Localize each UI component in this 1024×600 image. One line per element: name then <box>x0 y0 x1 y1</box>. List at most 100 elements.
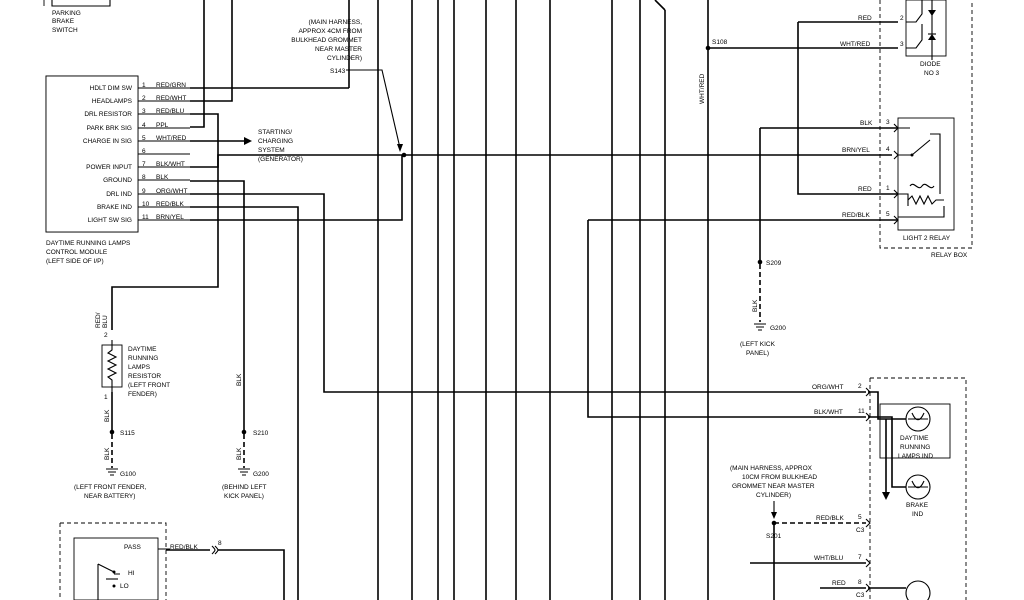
cluster-pin-number: 8 <box>858 579 862 586</box>
module-pin-label: HEADLAMPS <box>92 98 133 105</box>
resistor-label-3: LAMPS <box>128 364 151 371</box>
cluster-pin-number: 11 <box>858 408 865 415</box>
s143-splice-dot <box>401 152 407 158</box>
module-pin-number: 2 <box>142 95 146 102</box>
starting-label-4: (GENERATOR) <box>258 156 303 163</box>
g200-bottom-label: G200 <box>253 471 269 478</box>
starting-label-2: CHARGING <box>258 138 293 145</box>
drl-ind-label-1: DAYTIME <box>900 435 929 442</box>
s210-g200: BLK S210 BLK G200 (BEHIND LEFT KICK PANE… <box>222 373 269 500</box>
drl-resistor: RED/ BLU 2 1 BLK DAYTIME RUNNING LAMPS R… <box>95 312 170 430</box>
relay-pin-number: 4 <box>886 146 890 153</box>
module-caption: DAYTIME RUNNING LAMPS CONTROL MODULE (LE… <box>46 240 131 265</box>
relay-pin-wire: BRN/YEL <box>842 147 870 154</box>
relay-pin-wire: RED <box>858 186 872 193</box>
s115-g100: S115 BLK G100 (LEFT FRONT FENDER, NEAR B… <box>74 429 147 500</box>
switch-pin-label: 8 <box>218 540 222 547</box>
cluster-pin-wire: BLK/WHT <box>814 409 843 416</box>
module-pin-number: 4 <box>142 122 146 129</box>
module-pin-number: 1 <box>142 82 146 89</box>
module-pin-wire: BLK <box>156 174 169 181</box>
starting-charging-system: STARTING/ CHARGING SYSTEM (GENERATOR) <box>258 129 303 163</box>
cluster-pin-wire: ORG/WHT <box>812 384 843 391</box>
module-pin-label: DRL RESISTOR <box>84 111 132 118</box>
s210-splice-dot <box>241 429 247 435</box>
module-pin-label: GROUND <box>103 177 132 184</box>
resistor-label-2: RUNNING <box>128 355 158 362</box>
resistor-wire-bottom: BLK <box>104 409 111 422</box>
module-pin-wire: ORG/WHT <box>156 188 187 195</box>
module-pin-wire: RED/WHT <box>156 95 186 102</box>
module-caption-1: DAYTIME RUNNING LAMPS <box>46 240 131 247</box>
module-pin-number: 3 <box>142 108 146 115</box>
drl-ind-label-2: RUNNING <box>900 444 930 451</box>
g200-top-label: G200 <box>770 325 786 332</box>
s201-label: S201 <box>766 533 782 540</box>
drl-ind-label-3: LAMPS IND <box>898 453 933 460</box>
brake-ind-label-1: BRAKE <box>906 502 929 509</box>
module-pin-wire: PPL <box>156 122 169 129</box>
g200-top-wire: BLK <box>752 299 759 312</box>
switch-lo-label: LO <box>120 583 129 590</box>
module-pin-number: 10 <box>142 201 150 208</box>
g200-bottom-loc-2: KICK PANEL) <box>224 493 264 500</box>
diode-wire-2: WHT/RED <box>840 41 871 48</box>
starting-label-1: STARTING/ <box>258 129 292 136</box>
headlamp-switch: PASS HI LO RED/BLK 8 <box>59 522 285 600</box>
g100-wire: BLK <box>104 447 111 460</box>
resistor-label-4: RESISTOR <box>128 373 161 380</box>
s115-label: S115 <box>120 430 135 437</box>
diode-wire-1: RED <box>858 15 872 22</box>
relay-pin-wire: BLK <box>860 120 873 127</box>
relay-pin-wire: RED/BLK <box>842 212 870 219</box>
resistor-pin-bottom: 1 <box>104 394 108 401</box>
module-pin-label: BRAKE IND <box>97 204 132 211</box>
module-pin-wire: RED/BLK <box>156 201 184 208</box>
wht-red-vertical-label: WHT/RED <box>699 73 706 104</box>
relay-wires <box>588 127 898 262</box>
switch-wire-label: RED/BLK <box>170 544 198 551</box>
instrument-cluster: DAYTIME RUNNING LAMPS IND BRAKE IND <box>868 377 967 600</box>
s143-note-2: APPROX 4CM FROM <box>298 28 362 35</box>
diode-label-2: NO 3 <box>924 70 940 77</box>
resistor-label-1: DAYTIME <box>128 346 157 353</box>
resistor-wire-top-1: RED/ <box>95 312 102 328</box>
s201-note-2: 10CM FROM BULKHEAD <box>742 474 817 481</box>
s201-note-3: GROMMET NEAR MASTER <box>732 483 815 490</box>
s201-note-1: (MAIN HARNESS, APPROX <box>730 465 813 472</box>
module-pin-label: LIGHT SW SIG <box>88 217 132 224</box>
cluster-wires <box>587 220 866 600</box>
parking-brake-label-2: BRAKE <box>52 18 75 25</box>
brake-ind-label-2: IND <box>912 511 924 518</box>
module-pin-number: 5 <box>142 135 146 142</box>
cluster-pin-number: 7 <box>858 554 862 561</box>
s143-note-5: CYLINDER) <box>327 55 362 62</box>
module-caption-3: (LEFT SIDE OF I/P) <box>46 258 104 265</box>
switch-hi-label: HI <box>128 570 135 577</box>
module-pin-number: 8 <box>142 174 146 181</box>
resistor-pin-top: 2 <box>104 332 108 339</box>
relay-box-label: RELAY BOX <box>931 252 968 259</box>
s115-splice-dot <box>109 429 115 435</box>
switch-pass-label: PASS <box>124 544 142 551</box>
s143-note: (MAIN HARNESS, APPROX 4CM FROM BULKHEAD … <box>291 19 403 152</box>
relay-box: DIODE NO 3 RED 2 WHT/RED 3 LIGHT 2 RELAY… <box>840 0 973 259</box>
cluster-connector-label: C3 <box>856 527 865 534</box>
parking-brake-switch: PARKING BRAKE SWITCH <box>43 0 111 34</box>
g100-loc-2: NEAR BATTERY) <box>84 493 135 500</box>
starting-label-3: SYSTEM <box>258 147 285 154</box>
cluster-connector-label: C3 <box>856 592 865 599</box>
cluster-pin-wire: WHT/BLU <box>814 555 844 562</box>
module-pin-label: DRL IND <box>106 191 132 198</box>
module-pin-number: 7 <box>142 161 146 168</box>
s209-splice-dot <box>757 259 763 265</box>
module-pin-wire: BLK/WHT <box>156 161 185 168</box>
module-pin-wire: RED/BLU <box>156 108 184 115</box>
s209-g200: S209 BLK G200 (LEFT KICK PANEL) <box>740 259 786 357</box>
module-pin-wire: RED/GRN <box>156 82 186 89</box>
s209-label: S209 <box>766 260 782 267</box>
cluster-pin-wire: RED <box>832 580 846 587</box>
